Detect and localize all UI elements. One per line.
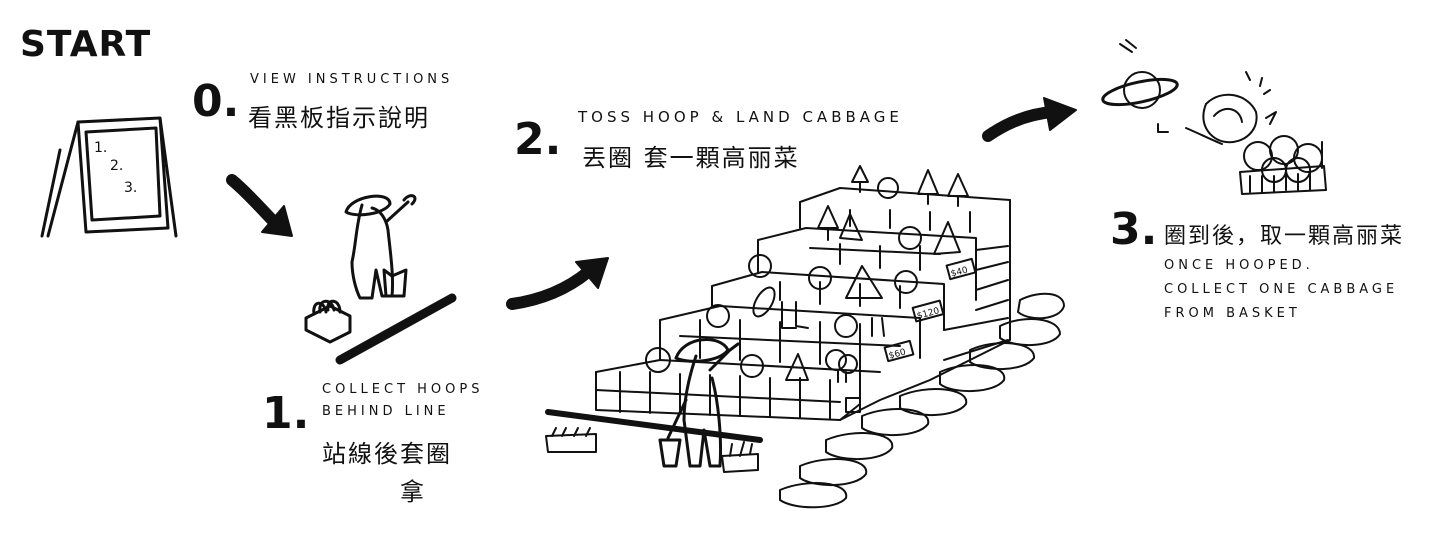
arrow-step2-to-step3-icon — [988, 98, 1076, 136]
arrow-step1-to-step2-icon — [512, 258, 608, 304]
instruction-sign-icon: 1. 2. 3. — [42, 118, 176, 236]
collected-cabbage-icon — [1186, 72, 1276, 144]
price-tag-top: $40 — [950, 265, 969, 279]
small-arrow-icon — [1158, 124, 1168, 132]
tossing-player-icon — [660, 340, 738, 466]
arrow-step0-to-step1-icon — [232, 180, 292, 236]
sign-line-3: 3. — [124, 180, 137, 196]
price-tag-middle: $120 — [916, 306, 941, 322]
sign-line-1: 1. — [94, 140, 107, 156]
hoop-crate-icon — [306, 301, 350, 342]
price-tag-bottom: $60 — [888, 347, 907, 361]
sign-line-2: 2. — [110, 158, 123, 174]
stepped-platform-icon — [596, 166, 1064, 507]
cabbage-basket-icon — [722, 442, 758, 472]
throw-line-1 — [340, 298, 452, 360]
cabbage-basket-large-icon — [1240, 136, 1326, 194]
player-person-icon — [346, 196, 415, 298]
hooped-cabbage-icon — [1101, 40, 1179, 110]
hoop-crate-2-icon — [546, 428, 596, 452]
